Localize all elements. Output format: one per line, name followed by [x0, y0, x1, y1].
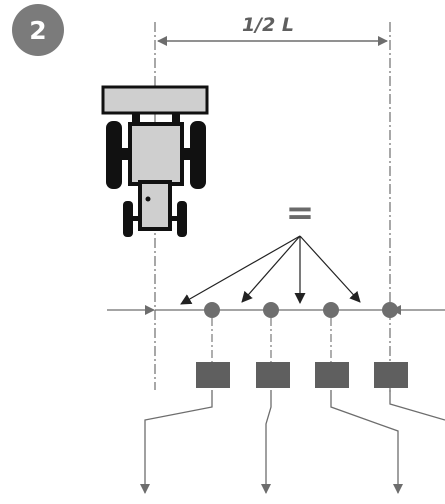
step-number: 2	[29, 16, 46, 45]
output-arrow-1	[140, 390, 213, 494]
tractor-icon	[101, 85, 209, 237]
output-arrow-3	[330, 390, 403, 494]
collector-box-3	[315, 362, 349, 388]
spacing-arrow-4	[299, 235, 361, 303]
spacing-arrow-2	[241, 235, 301, 303]
step-badge: 2	[12, 4, 64, 56]
tractor-cab	[128, 122, 184, 186]
tractor-right-wheel	[190, 121, 206, 189]
equal-sign: =	[286, 193, 315, 233]
tractor-left-wheel	[106, 121, 122, 189]
output-arrow-2	[261, 390, 272, 494]
tractor-front-implement	[101, 85, 209, 115]
dimension-label: 1/2 L	[242, 14, 294, 36]
tractor-hood	[138, 180, 172, 231]
nozzle-dot-2	[263, 302, 279, 318]
collector-box-2	[256, 362, 290, 388]
step-badge-circle	[12, 4, 64, 56]
spacing-arrow-1	[180, 235, 301, 305]
collector-box-1	[196, 362, 230, 388]
equal-spacing-arrows	[180, 235, 361, 305]
output-arrow-4	[389, 390, 445, 421]
nozzle-dot-3	[323, 302, 339, 318]
collector-box-4	[374, 362, 408, 388]
nozzle-dot-4	[382, 302, 398, 318]
tractor-right-front-wheel	[177, 201, 187, 237]
nozzle-dot-1	[204, 302, 220, 318]
half-width-dimension: 1/2 L	[157, 14, 388, 46]
tractor-left-front-wheel	[123, 201, 133, 237]
